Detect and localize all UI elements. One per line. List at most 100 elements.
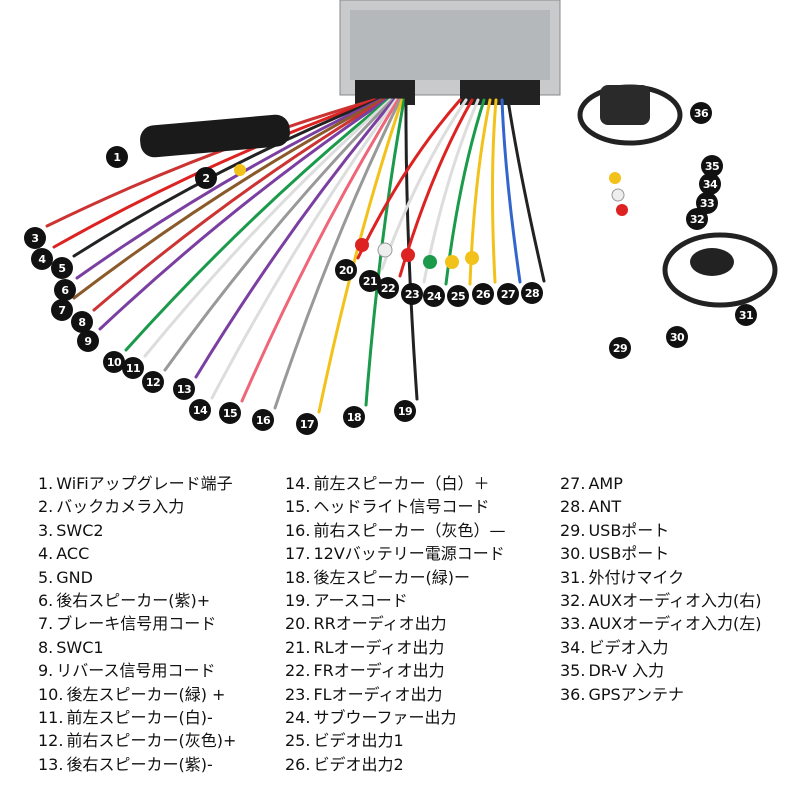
wire-20 xyxy=(356,98,462,260)
wire-11 xyxy=(143,98,392,358)
legend-number: 7. xyxy=(38,614,54,634)
legend-item: 34.ビデオ入力 xyxy=(560,636,761,659)
legend-label: RLオーディオ出力 xyxy=(313,637,445,657)
legend-label: ヘッドライト信号コード xyxy=(313,497,490,517)
legend-number: 32. xyxy=(560,590,586,610)
gps-antenna xyxy=(577,84,683,146)
legend-number: 31. xyxy=(560,567,586,587)
wire-26 xyxy=(490,98,498,284)
callout-marker-24: 24 xyxy=(423,285,445,307)
legend-item: 4.ACC xyxy=(38,542,236,565)
legend-label: 後左スピーカー(緑)ー xyxy=(313,567,470,587)
callout-marker-31: 31 xyxy=(735,304,757,326)
legend-item: 6.後右スピーカー(紫)+ xyxy=(38,589,236,612)
legend-label: 前右スピーカー（灰色）— xyxy=(313,520,506,540)
legend-item: 32.AUXオーディオ入力(右) xyxy=(560,589,761,612)
legend-item: 21.RLオーディオ出力 xyxy=(285,636,505,659)
callout-marker-34: 34 xyxy=(699,173,721,195)
legend-label: ACC xyxy=(56,544,90,564)
wiring-harness-photo xyxy=(45,0,778,414)
legend-label: RRオーディオ出力 xyxy=(313,614,447,634)
legend-number: 8. xyxy=(38,637,54,657)
legend-item: 23.FLオーディオ出力 xyxy=(285,683,505,706)
legend-label: SWC2 xyxy=(56,520,104,540)
legend-item: 25.ビデオ出力1 xyxy=(285,729,505,752)
callout-marker-35: 35 xyxy=(701,155,723,177)
wire-27 xyxy=(500,98,522,284)
legend-number: 27. xyxy=(560,474,586,493)
head-unit xyxy=(339,0,561,105)
legend-label: AMP xyxy=(588,474,623,493)
wire-16 xyxy=(273,98,402,410)
callout-marker-9: 9 xyxy=(77,330,99,352)
callout-marker-5: 5 xyxy=(51,257,73,279)
wire-19 xyxy=(404,98,419,401)
callout-marker-8: 8 xyxy=(71,311,93,333)
legend-number: 10. xyxy=(38,684,64,704)
wire-7 xyxy=(72,98,384,300)
callout-marker-7: 7 xyxy=(51,299,73,321)
legend-item: 27.AMP xyxy=(560,472,761,495)
callout-marker-23: 23 xyxy=(401,283,423,305)
callout-marker-2: 2 xyxy=(195,167,217,189)
callout-marker-26: 26 xyxy=(472,283,494,305)
legend-label: USBポート xyxy=(588,544,670,564)
legend-item: 11.前左スピーカー(白)- xyxy=(38,706,236,729)
legend-number: 25. xyxy=(285,731,311,751)
legend-item: 33.AUXオーディオ入力(左) xyxy=(560,612,761,635)
legend-number: 1. xyxy=(38,474,54,493)
callout-marker-22: 22 xyxy=(377,277,399,299)
legend-item: 2.バックカメラ入力 xyxy=(38,495,236,518)
callout-marker-12: 12 xyxy=(142,371,164,393)
wire-9 xyxy=(98,98,388,331)
legend-number: 2. xyxy=(38,497,54,517)
legend-item: 9.リバース信号用コード xyxy=(38,659,236,682)
legend-item: 20.RRオーディオ出力 xyxy=(285,612,505,635)
callout-marker-32: 32 xyxy=(686,208,708,230)
wire-15 xyxy=(240,98,400,403)
callout-marker-18: 18 xyxy=(343,406,365,428)
legend-label: 後右スピーカー(紫)- xyxy=(66,754,213,774)
legend-label: 12Vバッテリー電源コード xyxy=(313,544,505,564)
legend-number: 11. xyxy=(38,707,64,727)
legend-number: 29. xyxy=(560,520,586,540)
legend-number: 5. xyxy=(38,567,54,587)
wire-4 xyxy=(52,98,378,249)
legend-number: 22. xyxy=(285,661,311,681)
legend-label: バックカメラ入力 xyxy=(56,497,185,517)
legend-item: 8.SWC1 xyxy=(38,636,236,659)
legend-number: 34. xyxy=(560,637,586,657)
legend-label: AUXオーディオ入力(右) xyxy=(588,590,762,610)
legend-item: 7.ブレーキ信号用コード xyxy=(38,612,236,635)
legend-label: GND xyxy=(56,567,93,587)
legend-item: 24.サブウーファー出力 xyxy=(285,706,505,729)
wire-10 xyxy=(124,98,390,352)
callout-marker-28: 28 xyxy=(521,282,543,304)
legend-label: アースコード xyxy=(313,590,408,610)
microphone xyxy=(662,232,778,308)
callout-marker-3: 3 xyxy=(24,227,46,249)
legend-item: 13.後右スピーカー(紫)- xyxy=(38,753,236,776)
legend-label: AUXオーディオ入力(左) xyxy=(588,614,762,634)
legend-item: 12.前右スピーカー(灰色)+ xyxy=(38,729,236,752)
legend-item: 17.12Vバッテリー電源コード xyxy=(285,542,505,565)
wire-13 xyxy=(194,98,396,379)
legend-number: 13. xyxy=(38,754,64,774)
legend-item: 31.外付けマイク xyxy=(560,566,761,589)
wire-3 xyxy=(45,98,376,228)
callout-marker-36: 36 xyxy=(690,102,712,124)
legend-label: 後左スピーカー(緑) + xyxy=(66,684,226,704)
legend-number: 4. xyxy=(38,544,54,564)
callout-marker-20: 20 xyxy=(335,259,357,281)
legend-label: サブウーファー出力 xyxy=(313,707,457,727)
callout-marker-11: 11 xyxy=(122,357,144,379)
legend-label: GPSアンテナ xyxy=(588,684,685,704)
callout-marker-4: 4 xyxy=(31,248,53,270)
legend-number: 12. xyxy=(38,731,64,751)
wifi-antenna xyxy=(140,114,290,158)
wire-14 xyxy=(210,98,398,400)
legend-label: WiFiアップグレード端子 xyxy=(56,474,233,493)
rca-plugs xyxy=(234,164,628,269)
callout-marker-33: 33 xyxy=(696,192,718,214)
